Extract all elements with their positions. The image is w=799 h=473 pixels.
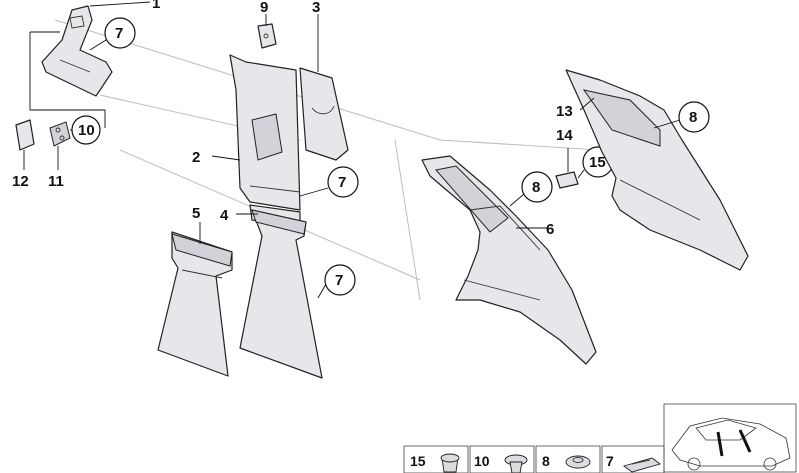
panel-clip-icon <box>623 457 661 473</box>
expanding-rivet-icon <box>504 454 528 473</box>
callout-8a: 8 <box>509 171 553 207</box>
label-13: 13 <box>556 103 573 120</box>
small-cover[interactable] <box>15 119 35 151</box>
push-clip-icon <box>440 453 460 473</box>
label-4: 4 <box>220 207 229 224</box>
callout-7c: 7 <box>317 264 356 299</box>
label-3: 3 <box>312 0 320 16</box>
lower-b-pillar-trim-left[interactable] <box>157 231 233 377</box>
small-cap[interactable] <box>555 171 579 189</box>
callout-7a: 7 <box>89 17 136 51</box>
fastener-legend: 15 10 8 7 <box>403 445 665 473</box>
round-clip-icon <box>565 455 591 469</box>
legend-num-10: 10 <box>474 453 490 469</box>
leader-2 <box>211 155 241 161</box>
svg-text:10: 10 <box>78 122 95 139</box>
label-2: 2 <box>192 149 200 166</box>
svg-text:7: 7 <box>338 174 346 191</box>
label-6: 6 <box>546 221 554 238</box>
label-5: 5 <box>192 205 200 222</box>
leader-13 <box>579 97 595 111</box>
callout-7b: 7 <box>299 166 359 198</box>
clip-strip[interactable] <box>49 121 71 147</box>
callout-8b: 8 <box>653 101 710 133</box>
svg-text:8: 8 <box>532 179 540 196</box>
rear-quarter-trim[interactable] <box>565 69 749 271</box>
svg-text:7: 7 <box>115 25 123 42</box>
legend-num-7: 7 <box>606 453 614 469</box>
label-9: 9 <box>260 0 268 16</box>
a-pillar-trim[interactable] <box>41 5 113 97</box>
svg-text:15: 15 <box>589 154 606 171</box>
upper-cover-panel[interactable] <box>299 67 349 161</box>
lower-b-pillar-trim-right[interactable] <box>239 209 323 379</box>
label-1: 1 <box>152 0 160 12</box>
vehicle-thumbnail <box>663 403 797 473</box>
leader-1 <box>89 1 151 7</box>
legend-num-8: 8 <box>542 453 550 469</box>
small-bracket[interactable] <box>257 23 277 49</box>
svg-text:8: 8 <box>689 109 697 126</box>
label-14: 14 <box>556 127 573 144</box>
callout-10: 10 <box>70 115 101 145</box>
legend-num-15: 15 <box>410 453 426 469</box>
svg-text:7: 7 <box>335 272 343 289</box>
rear-side-trim[interactable] <box>421 155 597 365</box>
bracket-10-12 <box>29 32 106 128</box>
label-12: 12 <box>12 173 29 190</box>
label-11: 11 <box>48 173 64 190</box>
